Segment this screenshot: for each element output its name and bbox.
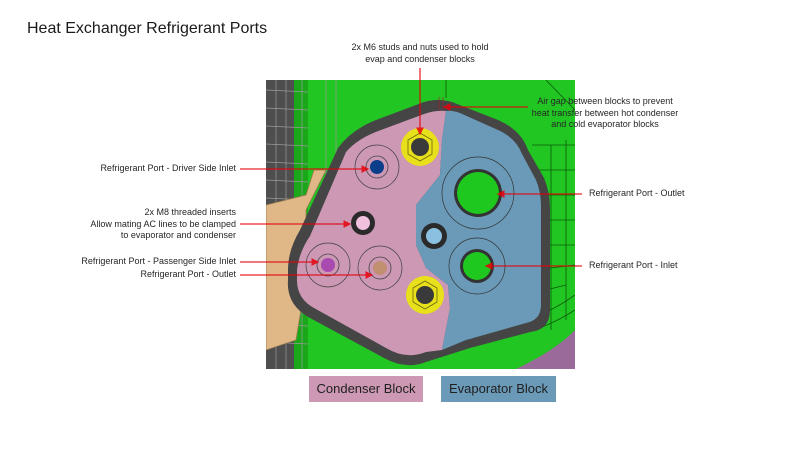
insert-condenser xyxy=(351,211,375,235)
callout-inserts-line3: to evaporator and condenser xyxy=(120,230,236,240)
port-evap-inlet xyxy=(448,237,506,295)
legend-evaporator-block: Evaporator Block xyxy=(441,376,556,402)
purple-part xyxy=(516,330,575,369)
callout-studs: 2x M6 studs and nuts used to hold evap a… xyxy=(350,42,490,65)
callout-inserts-line2: Allow mating AC lines to be clamped xyxy=(90,218,236,229)
stud-nut-top xyxy=(401,128,439,166)
callout-passenger-inlet: Refrigerant Port - Passenger Side Inlet xyxy=(81,256,236,266)
stud-nut-bottom xyxy=(406,276,444,314)
legend-condenser-block: Condenser Block xyxy=(309,376,423,402)
callout-evap-outlet: Refrigerant Port - Outlet xyxy=(589,188,685,198)
port-condenser-outlet xyxy=(357,245,403,291)
evaporator-block xyxy=(416,110,541,350)
callout-air-gap-line3: and cold evaporator blocks xyxy=(551,119,659,129)
callout-driver-inlet: Refrigerant Port - Driver Side Inlet xyxy=(100,163,236,173)
port-evap-outlet xyxy=(441,156,515,230)
callout-air-gap: Air gap between blocks to prevent heat t… xyxy=(525,96,685,131)
callout-studs-line1: 2x M6 studs and nuts used to hold xyxy=(351,42,489,52)
callout-inserts-line1: 2x M8 threaded inserts xyxy=(144,207,236,217)
page-title: Heat Exchanger Refrigerant Ports xyxy=(27,20,268,37)
callout-evap-inlet: Refrigerant Port - Inlet xyxy=(589,260,678,270)
port-driver-inlet xyxy=(354,144,400,190)
callout-inserts: 2x M8 threaded inserts Allow mating AC l… xyxy=(90,207,236,242)
callout-air-gap-line2: heat transfer between hot condenser xyxy=(531,107,679,118)
callout-studs-line2: evap and condenser blocks xyxy=(365,53,475,64)
callout-air-gap-line1: Air gap between blocks to prevent xyxy=(537,96,673,106)
callout-condenser-outlet: Refrigerant Port - Outlet xyxy=(140,269,236,279)
insert-evaporator xyxy=(421,223,447,249)
